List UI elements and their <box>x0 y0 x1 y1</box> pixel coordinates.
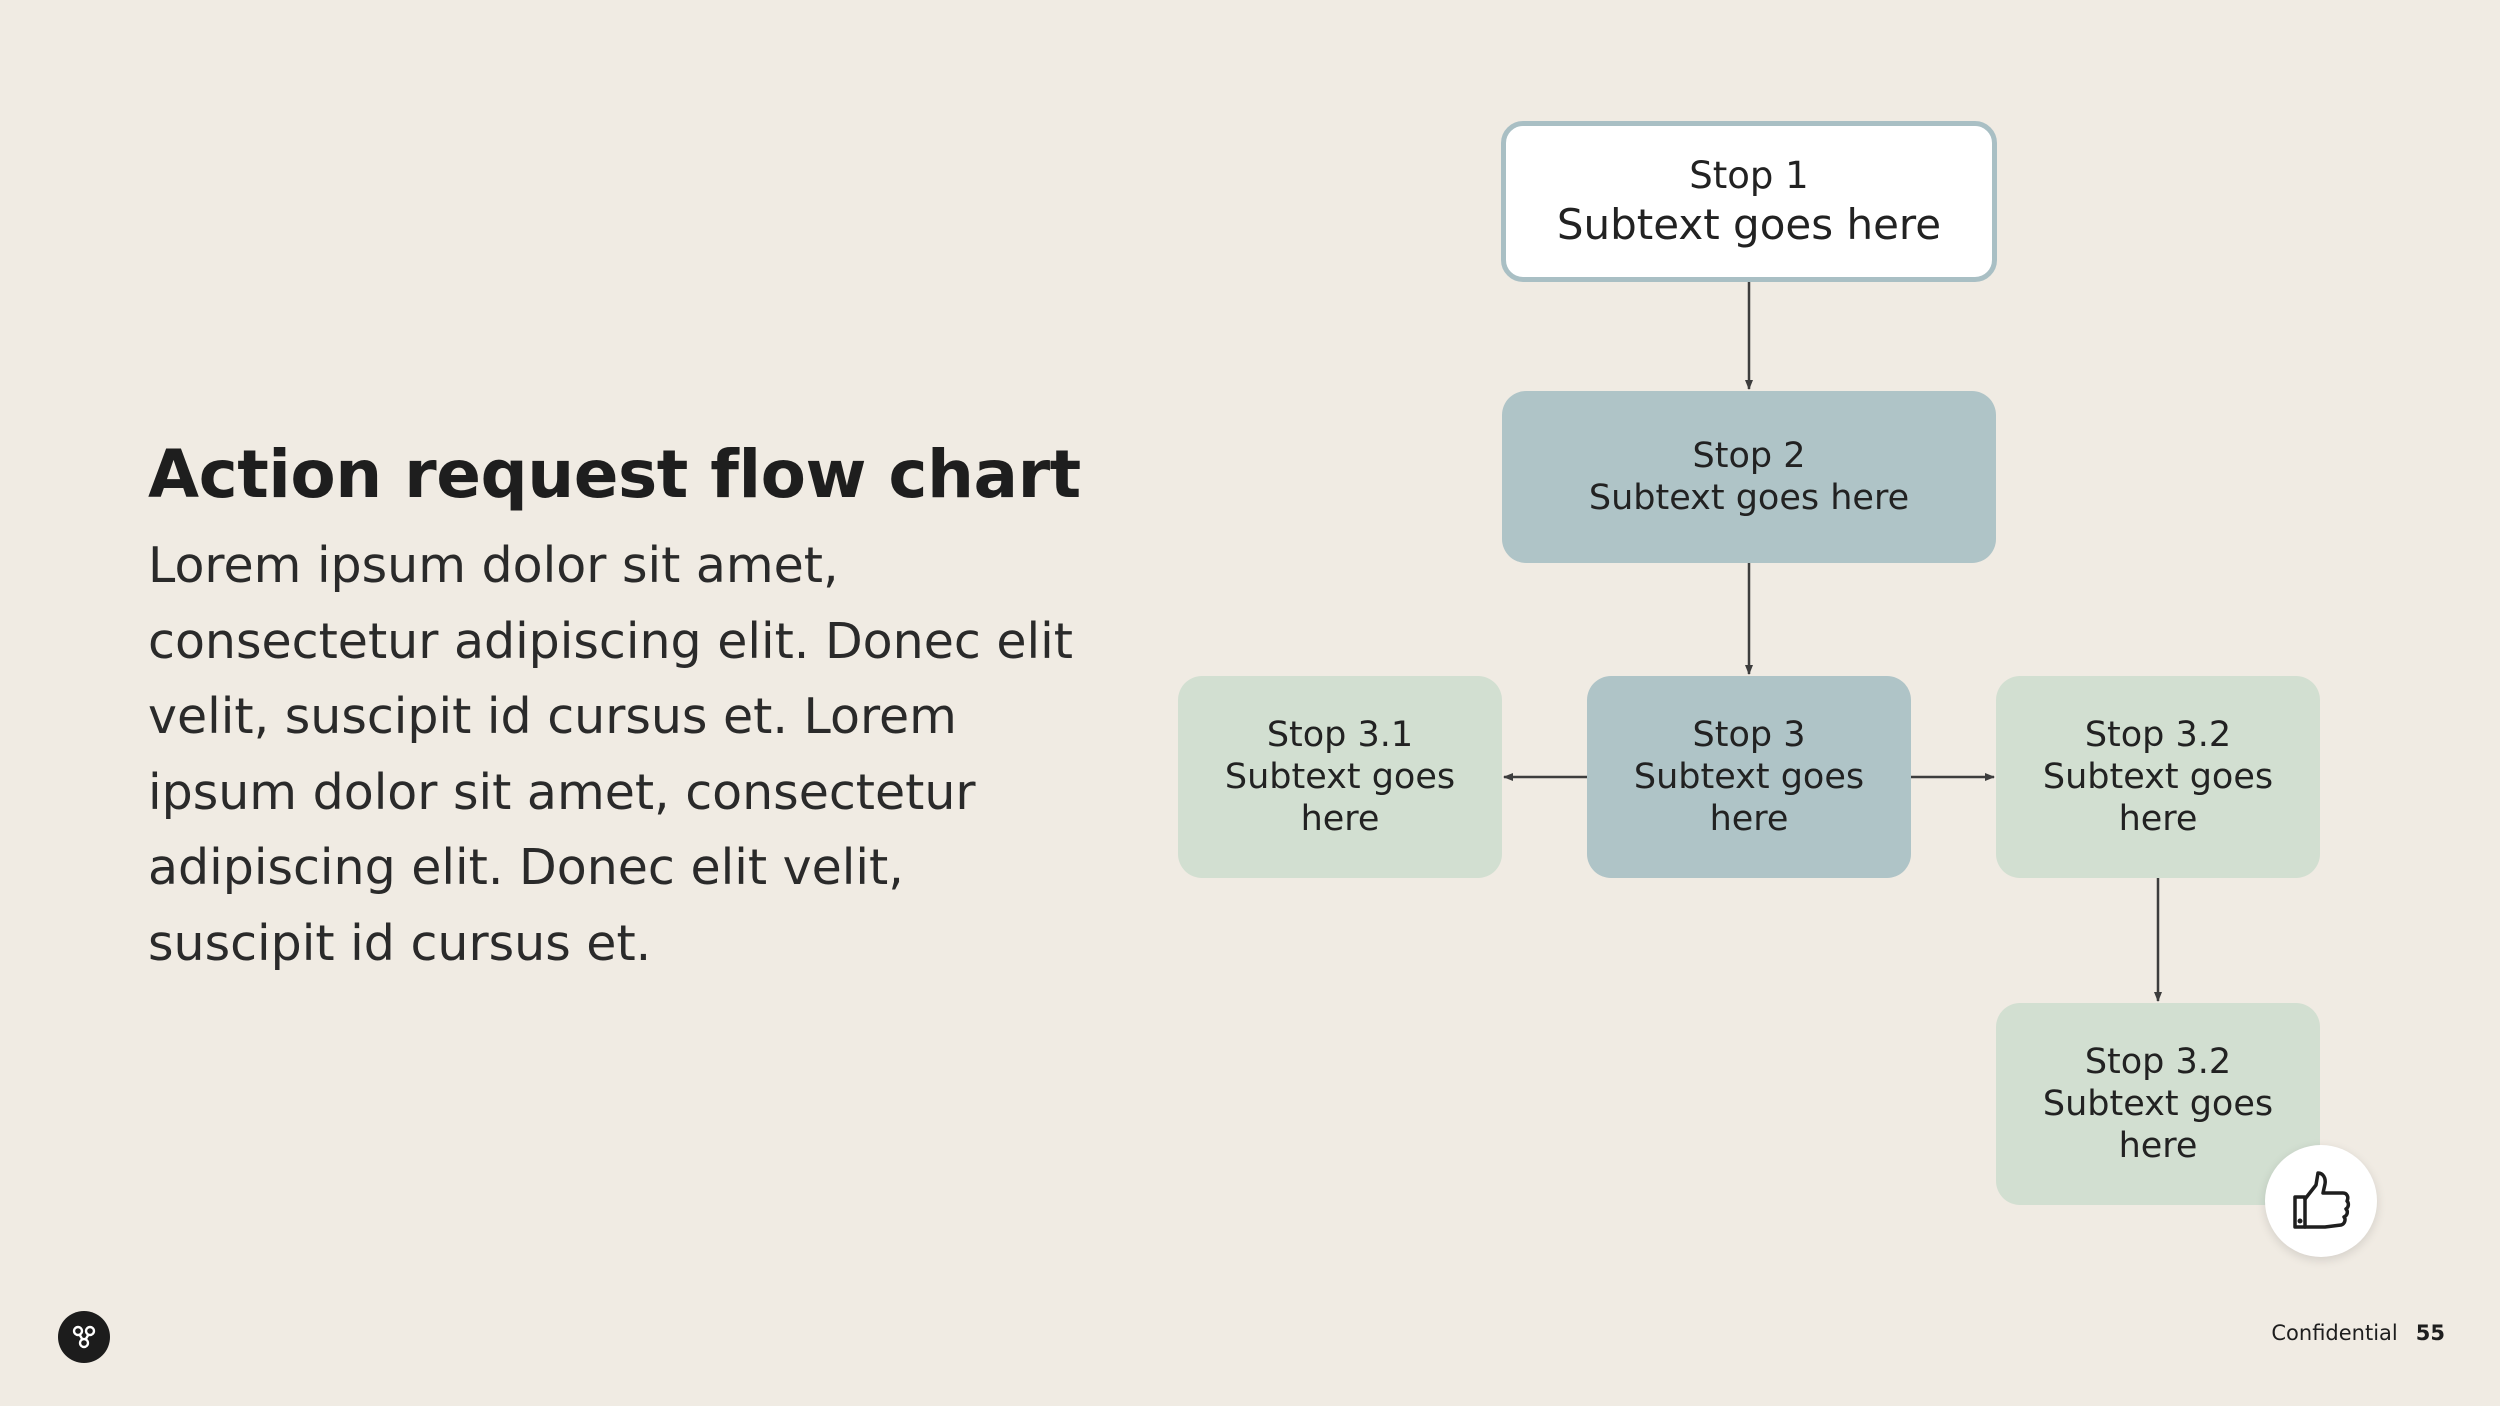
node-label: Stop 2 <box>1692 436 1806 476</box>
node-subtext: Subtext goes here <box>1224 757 1456 839</box>
flow-node-stop-3: Stop 3 Subtext goes here <box>1587 676 1911 878</box>
page-number: 55 <box>2415 1321 2445 1345</box>
node-label: Stop 1 <box>1689 153 1809 197</box>
flow-node-stop-3-2-bottom: Stop 3.2 Subtext goes here <box>1996 1003 2320 1205</box>
brand-logo <box>58 1311 110 1363</box>
node-label: Stop 3.2 <box>2084 715 2232 755</box>
node-subtext: Subtext goes here <box>2042 757 2274 839</box>
node-label: Stop 3 <box>1692 715 1806 755</box>
thumbs-up-icon <box>2293 1171 2351 1229</box>
node-subtext: Subtext goes here <box>1556 199 1942 249</box>
node-label: Stop 3.2 <box>2084 1042 2232 1082</box>
slide-title: Action request flow chart <box>148 436 1081 513</box>
flow-node-stop-3-2: Stop 3.2 Subtext goes here <box>1996 676 2320 878</box>
thumbs-up-badge[interactable] <box>2265 1145 2377 1257</box>
node-subtext: Subtext goes here <box>1633 757 1865 839</box>
slide-body-text: Lorem ipsum dolor sit amet, consectetur … <box>148 537 1073 972</box>
flow-node-stop-2: Stop 2 Subtext goes here <box>1502 391 1996 563</box>
flow-node-stop-3-1: Stop 3.1 Subtext goes here <box>1178 676 1502 878</box>
confidential-label: Confidential <box>2271 1321 2398 1345</box>
brand-logo-icon <box>72 1325 96 1349</box>
flow-node-stop-1: Stop 1 Subtext goes here <box>1501 121 1997 282</box>
node-label: Stop 3.1 <box>1266 715 1414 755</box>
node-subtext: Subtext goes here <box>2042 1084 2274 1166</box>
footer: Confidential 55 <box>2271 1321 2445 1345</box>
node-subtext: Subtext goes here <box>1588 478 1910 518</box>
